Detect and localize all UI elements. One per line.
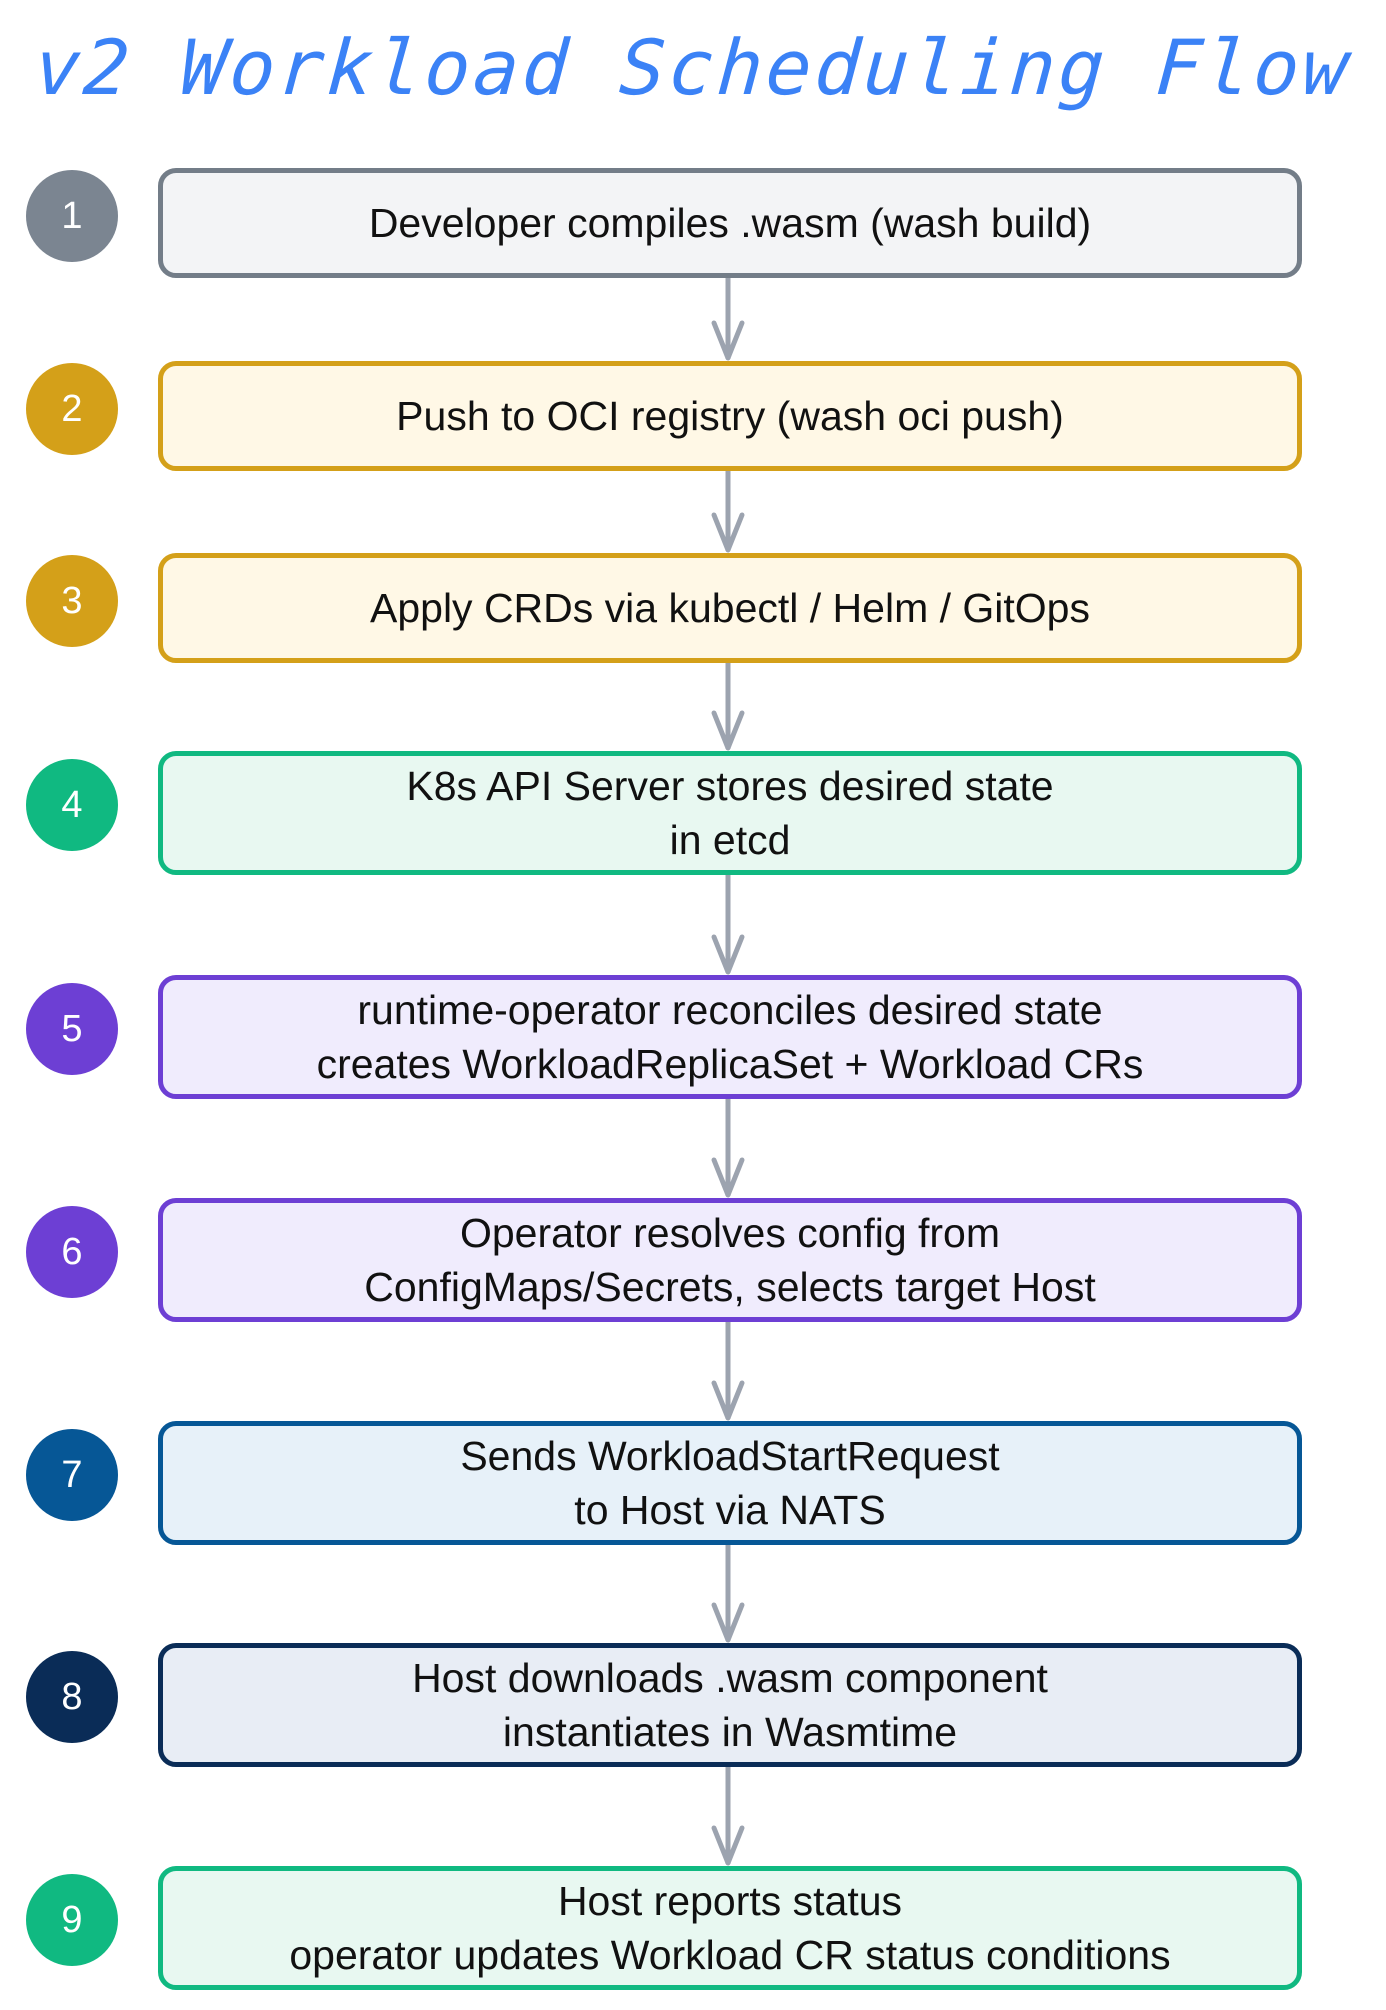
step-label-line: Apply CRDs via kubectl / Helm / GitOps: [370, 585, 1090, 631]
step-box: Host reports status operator updates Work…: [158, 1866, 1302, 1990]
step-box: Sends WorkloadStartRequest to Host via NA…: [158, 1421, 1302, 1545]
step-box: Push to OCI registry (wash oci push): [158, 361, 1302, 471]
connector-arrow: [711, 1545, 745, 1643]
step-label-line: Host reports status: [557, 1878, 903, 1924]
step-box: K8s API Server stores desired state in et…: [158, 751, 1302, 875]
step-label-line: Push to OCI registry (wash oci push): [396, 393, 1064, 439]
step-label-line: runtime-operator reconciles desired stat…: [357, 987, 1103, 1033]
step-box: Apply CRDs via kubectl / Helm / GitOps: [158, 553, 1302, 663]
step-label-line: K8s API Server stores desired state: [406, 763, 1054, 809]
step-number-badge: 7: [26, 1429, 118, 1521]
step-label-line: Developer compiles .wasm (wash build): [368, 200, 1092, 246]
step-label-line: to Host via NATS: [574, 1487, 886, 1533]
step-number-badge: 5: [26, 983, 118, 1075]
step-label-line: in etcd: [669, 817, 791, 863]
connector-arrow: [711, 875, 745, 975]
step-number-badge: 2: [26, 363, 118, 455]
step-label-line: operator updates Workload CR status cond…: [289, 1932, 1171, 1978]
connector-arrow: [711, 471, 745, 553]
step-label-line: Operator resolves config from: [459, 1210, 1001, 1256]
step-label-line: creates WorkloadReplicaSet + Workload CR…: [316, 1041, 1144, 1087]
connector-arrow: [711, 1322, 745, 1421]
step-number-badge: 1: [26, 170, 118, 262]
connector-arrow: [711, 278, 745, 361]
step-label-line: Sends WorkloadStartRequest: [460, 1433, 1000, 1479]
step-box: Developer compiles .wasm (wash build): [158, 168, 1302, 278]
step-label-line: instantiates in Wasmtime: [502, 1709, 958, 1755]
step-number-badge: 3: [26, 555, 118, 647]
step-label-line: Host downloads .wasm component: [412, 1655, 1048, 1701]
step-label-line: ConfigMaps/Secrets, selects target Host: [364, 1264, 1096, 1310]
step-box: Host downloads .wasm component instantiat…: [158, 1643, 1302, 1767]
step-number-badge: 6: [26, 1206, 118, 1298]
step-number-badge: 4: [26, 759, 118, 851]
connector-arrow: [711, 1099, 745, 1198]
connector-arrow: [711, 1767, 745, 1866]
step-number-badge: 9: [26, 1874, 118, 1966]
step-box: runtime-operator reconciles desired stat…: [158, 975, 1302, 1099]
connector-arrow: [711, 663, 745, 751]
step-number-badge: 8: [26, 1651, 118, 1743]
